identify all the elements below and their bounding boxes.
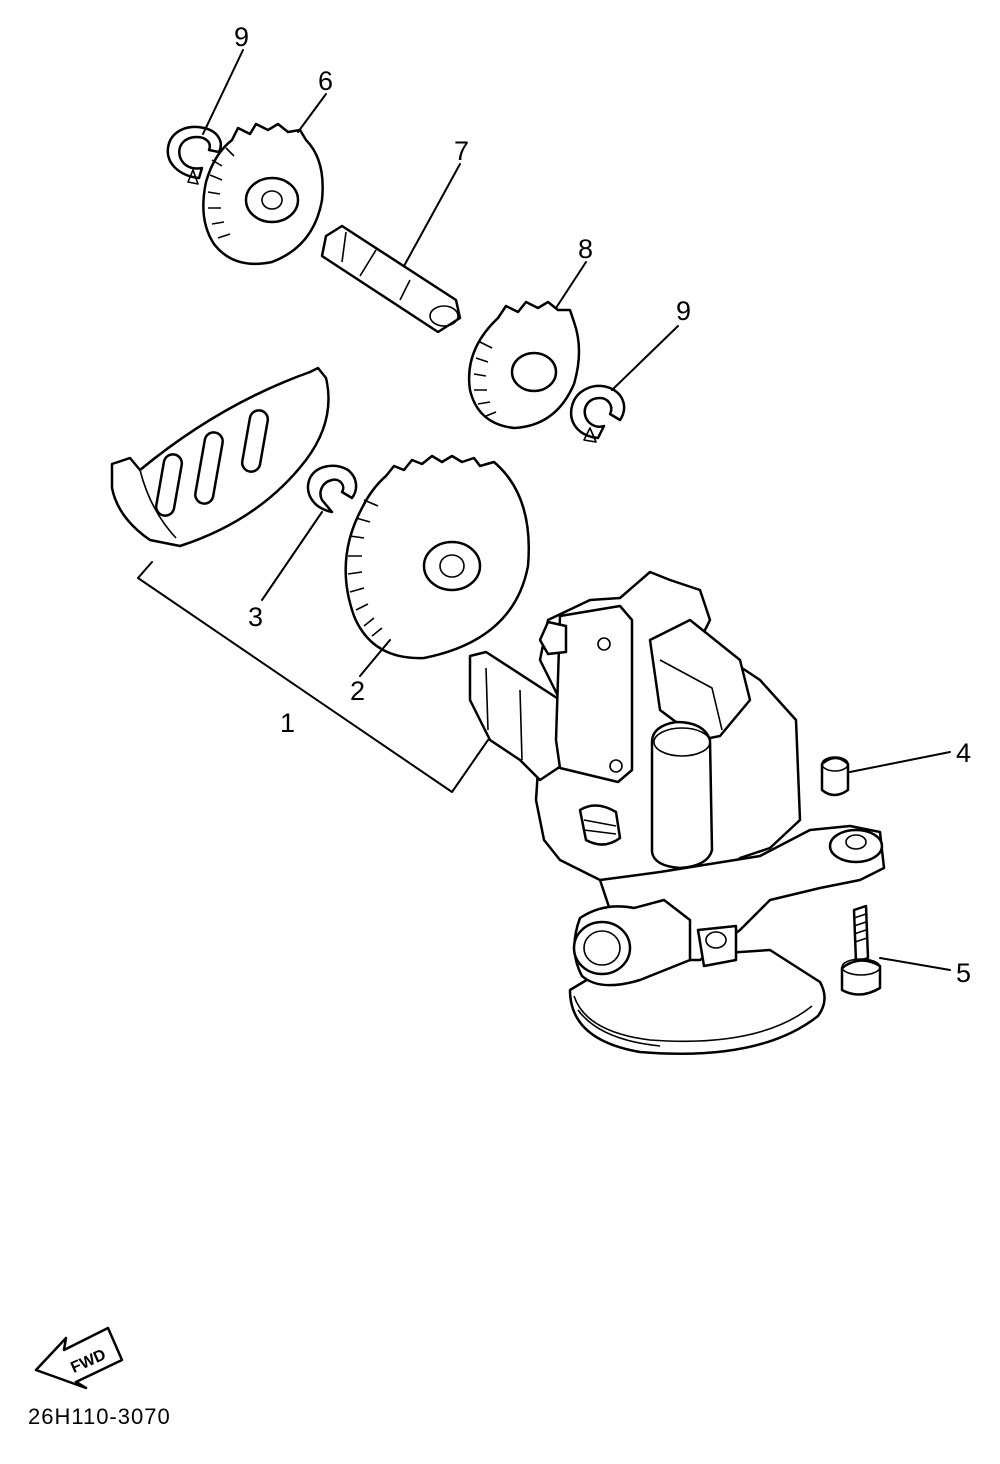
leader-9-right [611, 325, 679, 391]
leader-2 [359, 639, 391, 677]
callout-9-right: 9 [676, 296, 691, 326]
part-dowel-pin-4 [820, 756, 850, 797]
leader-8 [555, 261, 587, 309]
fwd-arrow-icon: FWD [34, 1326, 124, 1390]
callout-5: 5 [956, 958, 971, 988]
leader-7 [403, 163, 461, 267]
drawing-code: 26H110-3070 [28, 1404, 171, 1429]
part-gear-2 [344, 454, 530, 660]
callout-9-top: 9 [234, 22, 249, 52]
part-gear-6 [202, 122, 324, 266]
part-strainer-cover [110, 366, 330, 548]
callout-2: 2 [350, 676, 365, 706]
part-shaft-7 [320, 224, 462, 334]
leader-9-top [202, 49, 244, 135]
callout-8: 8 [578, 234, 593, 264]
leader-3 [261, 511, 323, 601]
part-pump-housing [468, 570, 886, 1055]
leader-1-bracket [137, 577, 489, 793]
callout-3: 3 [248, 602, 263, 632]
part-bolt-5 [840, 904, 882, 996]
leader-1-cover [137, 561, 153, 579]
leader-4 [849, 751, 951, 773]
part-gear-8 [467, 300, 581, 430]
callout-6: 6 [318, 66, 333, 96]
leader-6 [297, 93, 327, 133]
leader-5 [879, 957, 951, 971]
leader-lines [137, 49, 951, 971]
callout-4: 4 [956, 738, 971, 768]
part-circlip-3 [306, 464, 358, 514]
callout-numbers: 9 6 7 8 9 3 2 1 4 5 [234, 22, 971, 988]
part-circlip-right [569, 384, 626, 443]
callout-1: 1 [280, 708, 295, 738]
callout-7: 7 [454, 136, 469, 166]
part-circlip-top [166, 125, 222, 185]
